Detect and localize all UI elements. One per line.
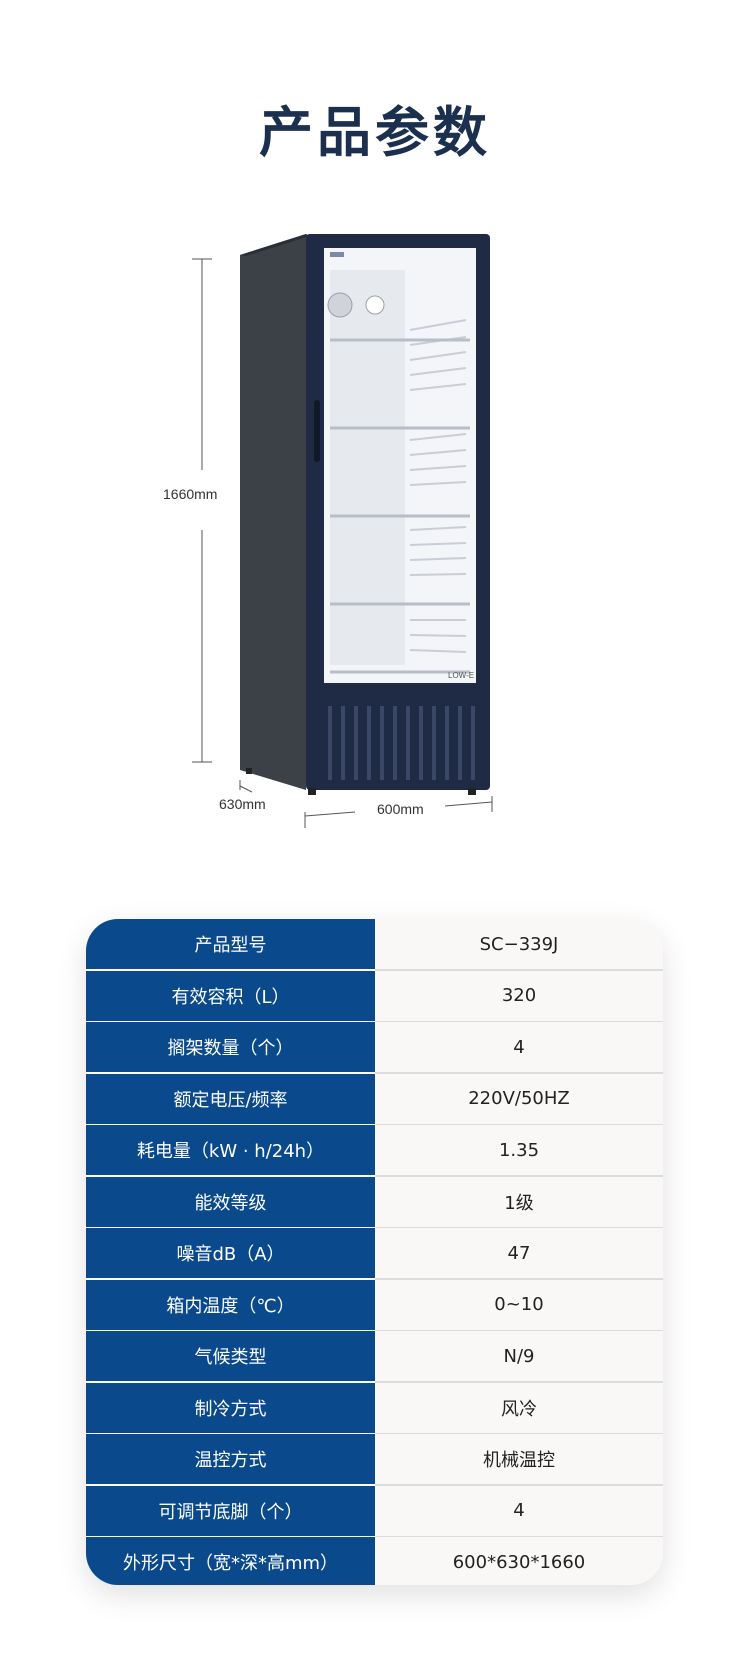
spec-value: 47 bbox=[507, 1242, 531, 1264]
row-divider bbox=[86, 1381, 663, 1383]
page-title: 产品参数 bbox=[259, 101, 491, 164]
table-row: 产品型号 SC−339J bbox=[86, 919, 663, 969]
table-row: 额定电压/频率 220V/50HZ bbox=[86, 1074, 663, 1124]
door-handle bbox=[314, 400, 320, 462]
shelves bbox=[330, 338, 470, 674]
spec-key: 耗电量（kW · h/24h） bbox=[136, 1141, 325, 1162]
spec-key: 可调节底脚（个） bbox=[158, 1501, 303, 1523]
table-row: 能效等级 1级 bbox=[86, 1177, 663, 1227]
table-row: 箱内温度（℃） 0~10 bbox=[86, 1280, 663, 1330]
row-divider bbox=[86, 969, 663, 971]
spec-value: 0~10 bbox=[494, 1294, 544, 1315]
row-divider bbox=[86, 1278, 663, 1280]
table-row: 温控方式 机械温控 bbox=[86, 1434, 663, 1484]
spec-value: 600*630*1660 bbox=[452, 1551, 586, 1573]
fan-icon bbox=[327, 292, 353, 318]
spec-value: 320 bbox=[501, 985, 537, 1006]
refrigerator-illustration: LOW-E bbox=[192, 234, 493, 828]
height-dimension-label: 1660mm bbox=[163, 486, 218, 502]
back-grille bbox=[409, 319, 467, 653]
spec-key: 能效等级 bbox=[194, 1192, 267, 1214]
spec-value: 1级 bbox=[504, 1192, 534, 1214]
spec-key: 气候类型 bbox=[194, 1347, 267, 1368]
table-row: 噪音dB（A） 47 bbox=[86, 1228, 663, 1278]
spec-value: N/9 bbox=[503, 1345, 535, 1367]
base-vents bbox=[328, 706, 475, 780]
row-divider bbox=[86, 1020, 663, 1022]
spec-key: 有效容积（L） bbox=[171, 986, 290, 1008]
spec-value: 4 bbox=[513, 1500, 525, 1521]
row-divider bbox=[86, 1432, 663, 1434]
spec-key: 温控方式 bbox=[194, 1450, 267, 1471]
spec-key: 产品型号 bbox=[194, 935, 267, 956]
spec-key: 外形尺寸（宽*深*高mm） bbox=[122, 1553, 339, 1574]
spec-value: 机械温控 bbox=[483, 1450, 555, 1471]
row-divider bbox=[86, 1123, 663, 1125]
table-row: 气候类型 N/9 bbox=[86, 1331, 663, 1381]
row-divider bbox=[86, 1535, 663, 1537]
cabinet-side bbox=[240, 234, 306, 790]
product-figure: LOW-E 1660mm 630mm 600mm bbox=[163, 234, 493, 828]
base-grille bbox=[312, 696, 490, 790]
row-divider bbox=[86, 1329, 663, 1331]
depth-dimension-label: 630mm bbox=[219, 796, 266, 812]
table-row: 耗电量（kW · h/24h） 1.35 bbox=[86, 1125, 663, 1175]
width-dimension-label: 600mm bbox=[377, 801, 424, 817]
row-divider bbox=[86, 1484, 663, 1486]
height-dimension-line bbox=[192, 258, 212, 763]
table-row: 搁架数量（个） 4 bbox=[86, 1022, 663, 1072]
row-divider bbox=[86, 1175, 663, 1177]
foot bbox=[246, 768, 252, 774]
spec-value: 1.35 bbox=[498, 1139, 540, 1161]
width-dimension-line bbox=[304, 796, 493, 828]
spec-key: 箱内温度（℃） bbox=[166, 1295, 295, 1317]
spec-table: 产品型号 SC−339J 有效容积（L） 320 搁架数量（个） 4 额定电压/… bbox=[86, 919, 663, 1585]
low-e-label: LOW-E bbox=[448, 671, 474, 680]
table-row: 制冷方式 风冷 bbox=[86, 1383, 663, 1433]
spec-value: 220V/50HZ bbox=[468, 1088, 570, 1109]
table-row: 可调节底脚（个） 4 bbox=[86, 1486, 663, 1536]
table-row: 有效容积（L） 320 bbox=[86, 971, 663, 1021]
row-divider bbox=[86, 1226, 663, 1228]
depth-dimension-line bbox=[239, 780, 253, 793]
table-row: 外形尺寸（宽*深*高mm） 600*630*1660 bbox=[86, 1537, 663, 1585]
spec-value: 风冷 bbox=[501, 1398, 537, 1420]
spec-value: SC−339J bbox=[479, 933, 559, 955]
row-divider bbox=[86, 1072, 663, 1074]
spec-key: 额定电压/频率 bbox=[173, 1089, 288, 1111]
spec-key: 噪音dB（A） bbox=[176, 1244, 285, 1265]
spec-value: 4 bbox=[513, 1036, 525, 1058]
spec-key: 搁架数量（个） bbox=[167, 1038, 294, 1059]
foot bbox=[308, 788, 316, 795]
spec-key: 制冷方式 bbox=[194, 1398, 267, 1420]
foot bbox=[468, 788, 476, 795]
spec-key-column-bg bbox=[86, 919, 375, 1585]
